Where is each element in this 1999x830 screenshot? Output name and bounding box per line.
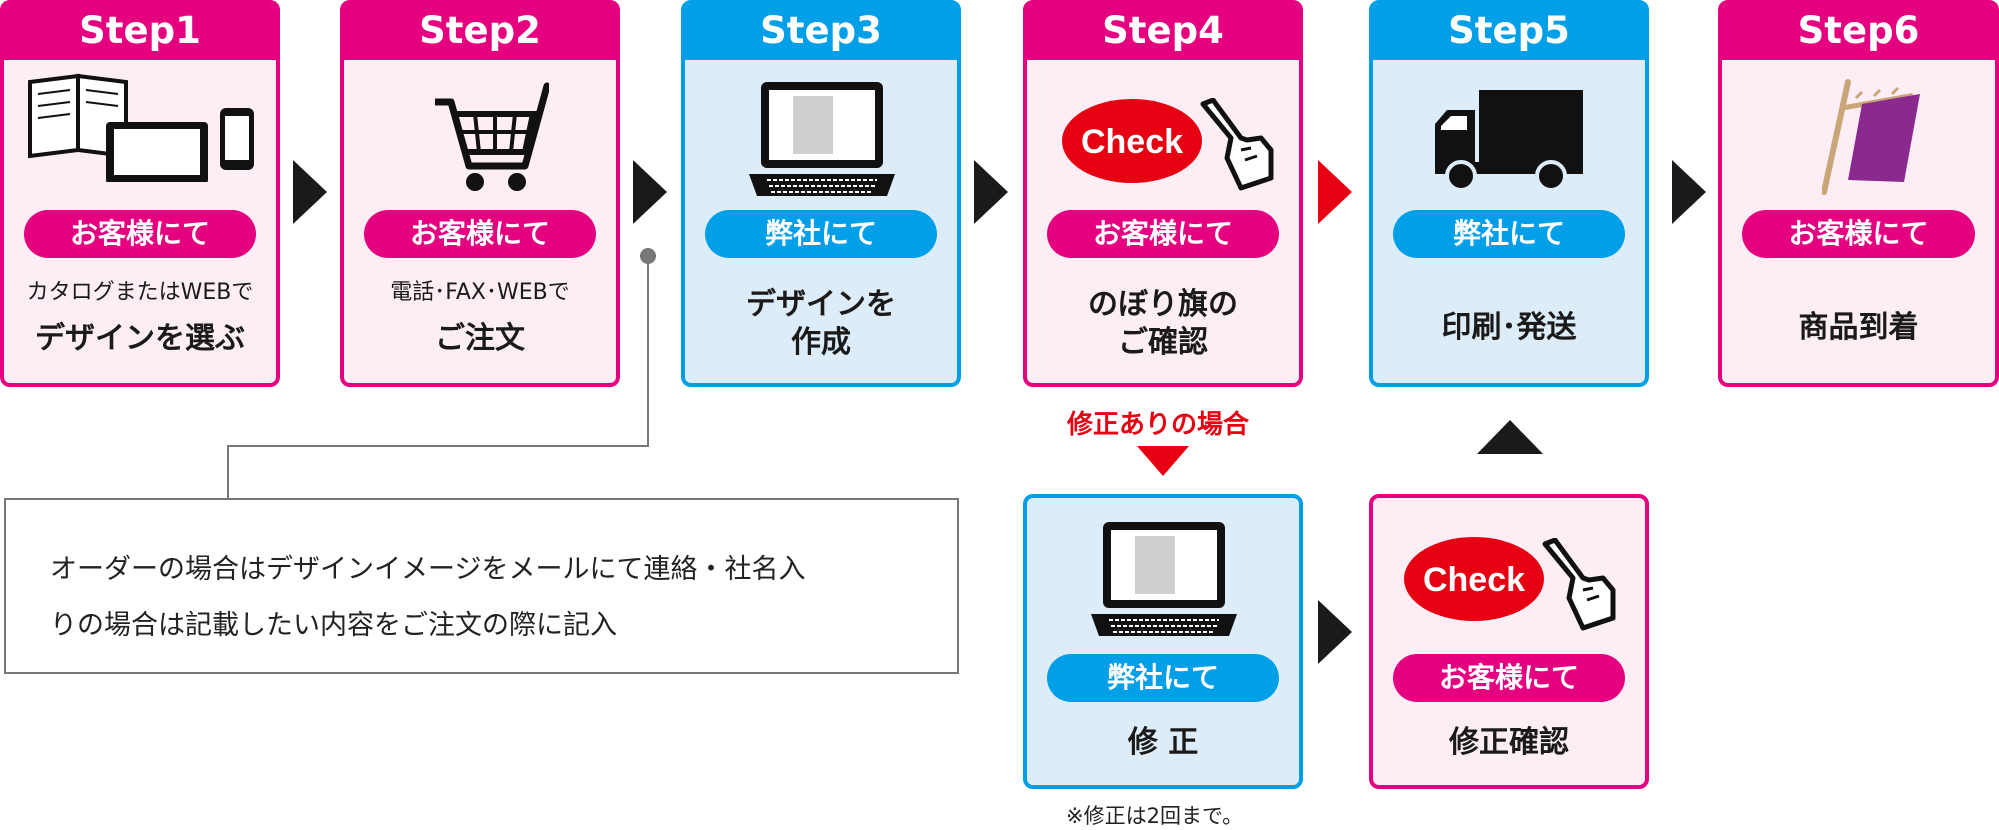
pointing-hand-icon: [1542, 538, 1616, 631]
arrow-5-6: [1672, 160, 1706, 224]
pointing-hand-icon: [1200, 98, 1274, 191]
fix-label: 修 正: [1127, 725, 1199, 760]
step5-title: Step5: [1373, 4, 1645, 60]
step5-actor-badge: 弊社にて: [1393, 210, 1625, 258]
step6-title: Step6: [1722, 4, 1995, 60]
arrow-4-5: [1318, 160, 1352, 224]
truck-icon: [1435, 90, 1583, 192]
confirm-label: 修正確認: [1449, 725, 1569, 760]
step2-card: Step2 お客様にて 電話･FAX･WEBで ご注文: [340, 0, 620, 387]
step1-card: Step1 お客様にて カタログまたはWEBで デザインを選ぶ: [0, 0, 280, 387]
step4-actor-badge: お客様にて: [1047, 210, 1279, 258]
laptop-icon: [1091, 522, 1237, 636]
step2-title: Step2: [344, 4, 616, 60]
arrow-fix-to-confirm: [1318, 600, 1352, 664]
step4-check-label: Check: [1081, 123, 1183, 161]
arrow-1-2: [293, 160, 327, 224]
check-badge-icon: Check: [1062, 99, 1202, 183]
step3-title: Step3: [685, 4, 957, 60]
step1-actor-badge: お客様にて: [24, 210, 256, 258]
step1-small-text: カタログまたはWEBで: [26, 280, 254, 305]
step3-text-line1: デザインを: [746, 287, 896, 322]
step4-text-line1: のぼり旗の: [1088, 287, 1238, 322]
arrow-down-to-fix: [1137, 446, 1189, 476]
confirm-actor-badge: お客様にて: [1393, 654, 1625, 702]
step6-card: Step6 お客様にて 商品到着: [1718, 0, 1999, 387]
step6-actor-badge: お客様にて: [1742, 210, 1975, 258]
revision-condition-label: 修正ありの場合: [1067, 410, 1250, 440]
check-badge-icon: Check: [1404, 537, 1544, 621]
step4-card: Step4 Check お客様にて のぼり旗の ご確認: [1023, 0, 1303, 387]
step1-title: Step1: [4, 4, 276, 60]
order-note-box: オーダーの場合はデザインイメージをメールにて連絡・社名入 りの場合は記載したい内…: [4, 498, 959, 674]
step2-actor-badge: お客様にて: [364, 210, 596, 258]
fix-actor-badge: 弊社にて: [1047, 654, 1279, 702]
step3-card: Step3 弊社にて デザインを 作成: [681, 0, 961, 387]
step4-text-line2: ご確認: [1118, 325, 1208, 360]
confirm-card: Check お客様にて 修正確認: [1369, 494, 1649, 789]
fix-card: 弊社にて 修 正: [1023, 494, 1303, 789]
step3-text-line2: 作成: [791, 325, 851, 360]
revision-footnote: ※修正は2回まで。: [1066, 804, 1244, 828]
step4-title: Step4: [1027, 4, 1299, 60]
step1-main-text: デザインを選ぶ: [35, 321, 245, 356]
catalog-computer-phone-icon: [28, 73, 254, 182]
banner-flag-icon: [1822, 79, 1920, 195]
step2-main-text: ご注文: [435, 321, 525, 356]
arrow-3-4: [974, 160, 1008, 224]
step3-actor-badge: 弊社にて: [705, 210, 937, 258]
step5-main-text: 印刷･発送: [1441, 310, 1577, 345]
step6-main-text: 商品到着: [1798, 310, 1919, 345]
laptop-icon: [749, 82, 895, 196]
arrow-up-to-step5: [1477, 420, 1543, 454]
shopping-cart-icon: [435, 82, 549, 191]
arrow-2-3: [633, 160, 667, 224]
step5-card: Step5 弊社にて 印刷･発送: [1369, 0, 1649, 387]
order-note-line2: りの場合は記載したい内容をご注文の際に記入: [50, 610, 617, 641]
step2-small-text: 電話･FAX･WEBで: [390, 280, 570, 305]
note-connector-line: [227, 248, 656, 500]
order-note-line1: オーダーの場合はデザインイメージをメールにて連絡・社名入: [50, 554, 806, 585]
confirm-check-label: Check: [1423, 561, 1525, 599]
